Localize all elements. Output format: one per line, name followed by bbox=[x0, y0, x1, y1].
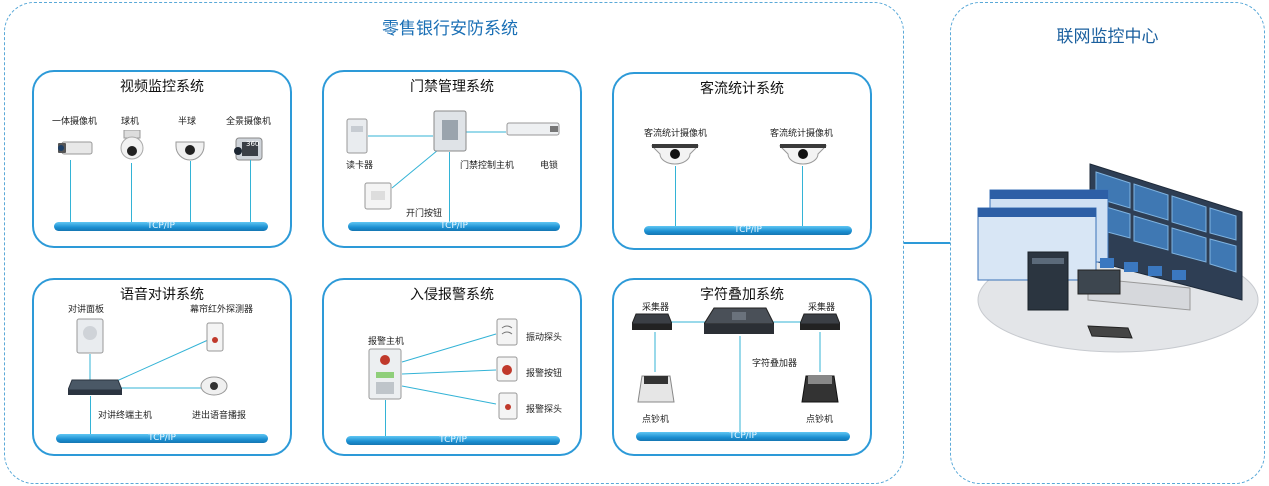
panel-title: 语音对讲系统 bbox=[120, 287, 204, 303]
label-money-counter-1: 点钞机 bbox=[642, 415, 670, 425]
electric-lock-icon bbox=[506, 122, 560, 136]
intercom-host-icon bbox=[68, 379, 122, 395]
panel-title: 客流统计系统 bbox=[700, 81, 784, 97]
card-reader-icon bbox=[346, 118, 368, 154]
intercom-panel-icon bbox=[76, 318, 104, 354]
main-title: 零售银行安防系统 bbox=[382, 19, 518, 39]
label-panorama-camera: 全景摄像机 bbox=[226, 117, 272, 127]
traffic-camera-icon bbox=[650, 144, 700, 165]
label-voice-broadcast: 进出语音播报 bbox=[192, 411, 247, 421]
label-half-dome: 半球 bbox=[178, 117, 197, 127]
panel-customer-traffic: 客流统计系统 bbox=[612, 72, 872, 250]
bus-label: TCP/IP bbox=[734, 225, 762, 235]
money-counter-icon bbox=[637, 375, 675, 403]
label-overlay-adder: 字符叠加器 bbox=[752, 359, 798, 369]
video-drop-line bbox=[70, 160, 71, 222]
label-card-reader: 读卡器 bbox=[346, 161, 374, 171]
tcpip-bus-intrusion: TCP/IP bbox=[346, 435, 560, 445]
video-drop-line bbox=[131, 163, 132, 222]
collector-icon bbox=[632, 313, 672, 330]
label-intercom-panel: 对讲面板 bbox=[68, 305, 105, 315]
panel-title: 视频监控系统 bbox=[120, 79, 204, 95]
center-link-line bbox=[904, 242, 950, 244]
panel-access-control: 门禁管理系统 bbox=[322, 70, 582, 248]
overlay-adder-icon bbox=[704, 307, 774, 334]
retail-bank-security-container bbox=[4, 2, 904, 484]
panorama-camera-icon bbox=[234, 137, 263, 161]
half-dome-icon bbox=[175, 141, 205, 161]
label-exit-button: 开门按钮 bbox=[406, 209, 443, 219]
bus-label: TCP/IP bbox=[147, 221, 175, 231]
panel-title: 字符叠加系统 bbox=[700, 287, 784, 303]
tcpip-bus-overlay: TCP/IP bbox=[636, 431, 850, 441]
traffic-drop-line bbox=[802, 166, 803, 226]
video-drop-line bbox=[250, 160, 251, 222]
ir-detector-icon bbox=[206, 322, 224, 352]
tcpip-bus-access: TCP/IP bbox=[348, 221, 560, 231]
label-intercom-host: 对讲终端主机 bbox=[98, 411, 153, 421]
alarm-host-icon bbox=[368, 348, 402, 400]
intrusion-drop-line bbox=[385, 400, 386, 436]
traffic-camera-icon bbox=[778, 144, 828, 165]
label-traffic-camera-2: 客流统计摄像机 bbox=[770, 129, 834, 139]
traffic-drop-line bbox=[675, 166, 676, 226]
label-ir-detector: 幕帘红外探测器 bbox=[190, 305, 254, 315]
bus-label: TCP/IP bbox=[439, 435, 467, 445]
panel-title: 门禁管理系统 bbox=[410, 79, 494, 95]
label-alarm-button: 报警按钮 bbox=[526, 369, 563, 379]
bus-label: TCP/IP bbox=[440, 221, 468, 231]
vibration-detector-icon bbox=[496, 318, 518, 346]
panel-intrusion-alarm: 入侵报警系统 bbox=[322, 278, 582, 456]
label-electric-lock: 电锁 bbox=[540, 161, 559, 171]
bus-label: TCP/IP bbox=[148, 433, 176, 443]
label-access-controller: 门禁控制主机 bbox=[460, 161, 515, 171]
bus-label: TCP/IP bbox=[729, 431, 757, 441]
alarm-button-icon bbox=[496, 356, 518, 382]
label-collector-1: 采集器 bbox=[642, 303, 670, 313]
ptz-dome-icon bbox=[120, 130, 144, 160]
alarm-probe-icon bbox=[498, 392, 518, 420]
tcpip-bus-intercom: TCP/IP bbox=[56, 433, 268, 443]
access-drop-line bbox=[449, 152, 450, 222]
intercom-drop-line bbox=[90, 396, 91, 434]
label-bullet-camera: 一体摄像机 bbox=[52, 117, 98, 127]
tcpip-bus-video: TCP/IP bbox=[54, 221, 268, 231]
exit-button-icon bbox=[364, 182, 392, 210]
monitoring-center-container bbox=[950, 2, 1265, 484]
collector-icon bbox=[800, 313, 840, 330]
video-drop-line bbox=[190, 161, 191, 222]
tcpip-bus-traffic: TCP/IP bbox=[644, 225, 852, 235]
label-money-counter-2: 点钞机 bbox=[806, 415, 834, 425]
panorama-badge: 360 bbox=[246, 140, 260, 148]
speaker-icon bbox=[200, 376, 228, 396]
label-alarm-probe: 报警探头 bbox=[526, 405, 563, 415]
bullet-camera-icon bbox=[58, 141, 93, 155]
monitoring-center-illustration bbox=[977, 163, 1259, 353]
access-controller-icon bbox=[433, 110, 467, 152]
label-alarm-host: 报警主机 bbox=[368, 337, 405, 347]
label-traffic-camera-1: 客流统计摄像机 bbox=[644, 129, 708, 139]
label-collector-2: 采集器 bbox=[808, 303, 836, 313]
money-counter-icon bbox=[801, 375, 839, 403]
panel-title: 入侵报警系统 bbox=[410, 287, 494, 303]
label-dome-ptz: 球机 bbox=[121, 117, 140, 127]
center-title: 联网监控中心 bbox=[1056, 27, 1159, 47]
panel-voice-intercom: 语音对讲系统 bbox=[32, 278, 292, 456]
label-vibration-detector: 振动探头 bbox=[526, 333, 563, 343]
